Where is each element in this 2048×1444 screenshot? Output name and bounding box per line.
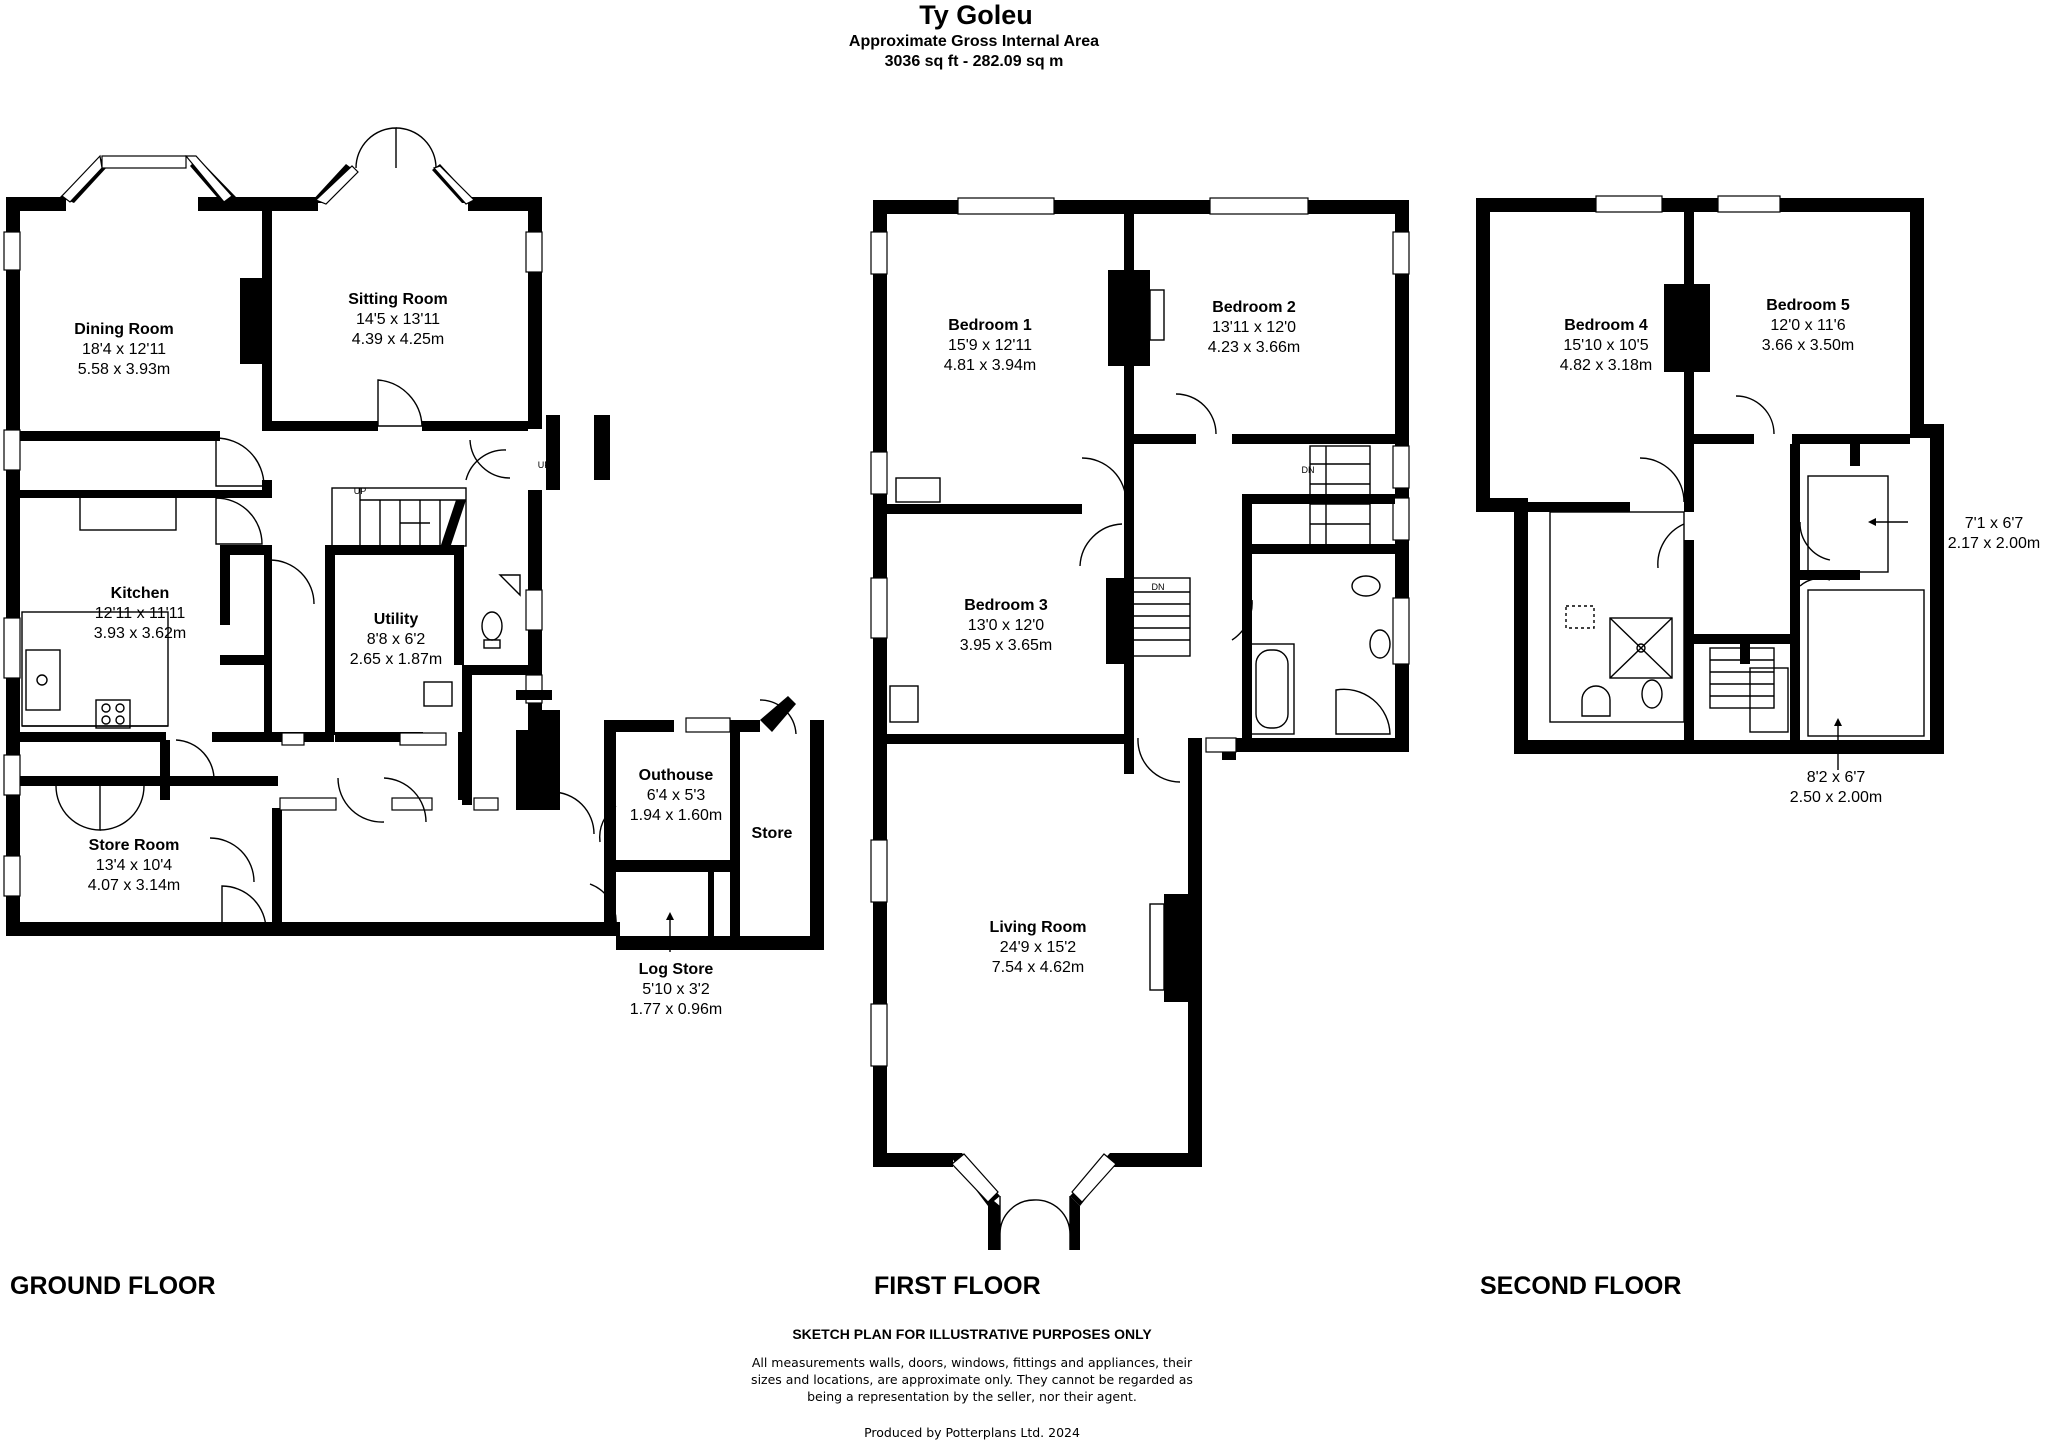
room-metric: 2.50 x 2.00m (1789, 789, 1883, 806)
ground-floor-plan (3, 127, 824, 950)
room-name: Sitting Room (348, 291, 448, 308)
room-name: Outhouse (638, 767, 714, 784)
room-metric: 1.94 x 1.60m (629, 807, 723, 824)
first-floor-plan (870, 197, 1410, 1250)
room-name: Store (751, 825, 793, 842)
disclaimer-line-3: being a representation by the seller, no… (807, 1389, 1137, 1404)
outhouse-label: Outhouse 6'4 x 5'3 1.94 x 1.60m (630, 766, 723, 826)
living-room-label: Living Room 24'9 x 15'2 7.54 x 4.62m (990, 918, 1087, 978)
bedroom-3-label: Bedroom 3 13'0 x 12'0 3.95 x 3.65m (960, 596, 1053, 656)
plan-area: 3036 sq ft - 282.09 sq m (884, 53, 1064, 70)
dining-room-label: Dining Room 18'4 x 12'11 5.58 x 3.93m (74, 320, 174, 380)
room-name: Living Room (989, 919, 1087, 936)
room-imperial: 5'10 x 3'2 (642, 981, 710, 998)
utility-label: Utility 8'8 x 6'2 2.65 x 1.87m (350, 610, 443, 670)
store-label: Store (752, 824, 793, 844)
room-metric: 2.17 x 2.00m (1947, 535, 2041, 552)
producer-credit: Produced by Potterplans Ltd. 2024 (864, 1425, 1080, 1440)
disclaimer-line-1: All measurements walls, doors, windows, … (751, 1355, 1193, 1370)
room-metric: 3.93 x 3.62m (93, 625, 187, 642)
room-name: Utility (373, 611, 419, 628)
room-name: Bedroom 5 (1766, 297, 1850, 314)
eaves-store-2-label: 8'2 x 6'7 2.50 x 2.00m (1790, 768, 1883, 808)
room-name: Bedroom 2 (1212, 299, 1296, 316)
room-name: Bedroom 3 (964, 597, 1048, 614)
room-imperial: 13'11 x 12'0 (1211, 319, 1297, 336)
second-floor-title: SECOND FLOOR (1480, 1272, 1682, 1300)
room-metric: 4.07 x 3.14m (87, 877, 181, 894)
room-imperial: 6'4 x 5'3 (646, 787, 706, 804)
disclaimer-line-2: sizes and locations, are approximate onl… (751, 1372, 1193, 1387)
bedroom-4-label: Bedroom 4 15'10 x 10'5 4.82 x 3.18m (1560, 316, 1653, 376)
first-floor-title: FIRST FLOOR (874, 1272, 1041, 1300)
room-name: Log Store (638, 961, 714, 978)
room-metric: 4.81 x 3.94m (943, 357, 1037, 374)
room-metric: 1.77 x 0.96m (629, 1001, 723, 1018)
log-store-label: Log Store 5'10 x 3'2 1.77 x 0.96m (630, 960, 723, 1020)
eaves-store-1-label: 7'1 x 6'7 2.17 x 2.00m (1948, 514, 2041, 554)
stair-up-label: UP (537, 460, 551, 470)
sitting-room-label: Sitting Room 14'5 x 13'11 4.39 x 4.25m (348, 290, 448, 350)
room-metric: 4.39 x 4.25m (351, 331, 445, 348)
bedroom-5-label: Bedroom 5 12'0 x 11'6 3.66 x 3.50m (1762, 296, 1855, 356)
room-metric: 7.54 x 4.62m (991, 959, 1085, 976)
stair-down-label: DN (1151, 582, 1165, 592)
plan-title: Ty Goleu (919, 0, 1033, 30)
room-imperial: 12'11 x 11'11 (94, 605, 186, 622)
kitchen-label: Kitchen 12'11 x 11'11 3.93 x 3.62m (94, 584, 187, 644)
room-name: Store Room (88, 837, 180, 854)
stair-down-label: DN (1301, 465, 1315, 475)
room-metric: 5.58 x 3.93m (77, 361, 171, 378)
room-imperial: 8'8 x 6'2 (366, 631, 426, 648)
room-imperial: 7'1 x 6'7 (1964, 515, 2024, 532)
room-imperial: 13'4 x 10'4 (95, 857, 173, 874)
room-imperial: 15'9 x 12'11 (947, 337, 1033, 354)
room-name: Kitchen (110, 585, 170, 602)
room-imperial: 15'10 x 10'5 (1563, 337, 1649, 354)
disclaimer-heading: SKETCH PLAN FOR ILLUSTRATIVE PURPOSES ON… (792, 1326, 1152, 1342)
room-imperial: 8'2 x 6'7 (1806, 769, 1866, 786)
stair-up-label: UP (353, 486, 367, 496)
plan-subtitle: Approximate Gross Internal Area (848, 33, 1100, 50)
bedroom-1-label: Bedroom 1 15'9 x 12'11 4.81 x 3.94m (944, 316, 1037, 376)
room-imperial: 14'5 x 13'11 (355, 311, 441, 328)
second-floor-plan (1476, 195, 1944, 770)
room-metric: 3.66 x 3.50m (1761, 337, 1855, 354)
room-imperial: 13'0 x 12'0 (967, 617, 1045, 634)
room-imperial: 24'9 x 15'2 (999, 939, 1077, 956)
room-metric: 2.65 x 1.87m (349, 651, 443, 668)
room-name: Dining Room (74, 321, 174, 338)
room-metric: 4.82 x 3.18m (1559, 357, 1653, 374)
room-metric: 3.95 x 3.65m (959, 637, 1053, 654)
room-name: Bedroom 1 (948, 317, 1032, 334)
stair-down-label: DN (1763, 636, 1777, 646)
room-name: Bedroom 4 (1564, 317, 1648, 334)
room-imperial: 18'4 x 12'11 (81, 341, 167, 358)
ground-floor-title: GROUND FLOOR (10, 1272, 216, 1300)
store-room-label: Store Room 13'4 x 10'4 4.07 x 3.14m (88, 836, 181, 896)
bedroom-2-label: Bedroom 2 13'11 x 12'0 4.23 x 3.66m (1208, 298, 1301, 358)
room-metric: 4.23 x 3.66m (1207, 339, 1301, 356)
room-imperial: 12'0 x 11'6 (1770, 317, 1846, 334)
